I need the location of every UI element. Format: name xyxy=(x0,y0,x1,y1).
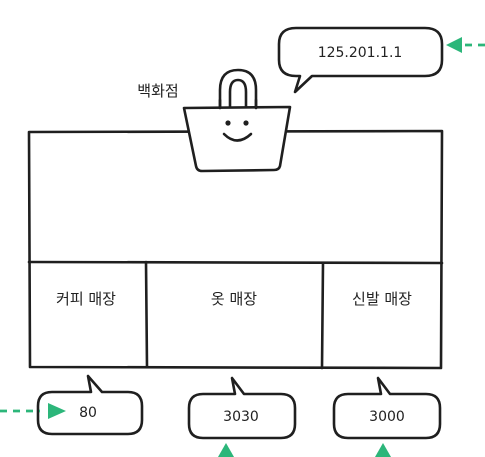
building-frame xyxy=(27,129,444,370)
port-text-coffee: 80 xyxy=(79,405,97,421)
store-partition-2 xyxy=(320,261,325,370)
port-arrow-clothes xyxy=(218,443,234,457)
port-arrow-shoes xyxy=(375,443,391,457)
shopping-bag-smile-icon xyxy=(182,68,292,173)
ip-address-text: 125.201.1.1 xyxy=(318,45,403,61)
store-label-shoes: 신발 매장 xyxy=(352,290,412,308)
port-bubble-clothes: 3030 xyxy=(187,376,297,440)
store-label-clothes: 옷 매장 xyxy=(211,290,257,308)
port-bubble-shoes: 3000 xyxy=(332,376,442,440)
port-bubble-coffee: 80 xyxy=(36,374,144,436)
store-partition-1 xyxy=(144,260,149,369)
ip-address-bubble: 125.201.1.1 xyxy=(277,26,444,94)
store-row-divider xyxy=(27,260,444,265)
port-arrow-coffee xyxy=(0,403,66,419)
department-store-label: 백화점 xyxy=(137,82,178,100)
port-text-shoes: 3000 xyxy=(369,409,405,425)
ip-incoming-arrow xyxy=(446,37,485,53)
store-label-coffee: 커피 매장 xyxy=(56,290,116,308)
port-text-clothes: 3030 xyxy=(223,409,259,425)
